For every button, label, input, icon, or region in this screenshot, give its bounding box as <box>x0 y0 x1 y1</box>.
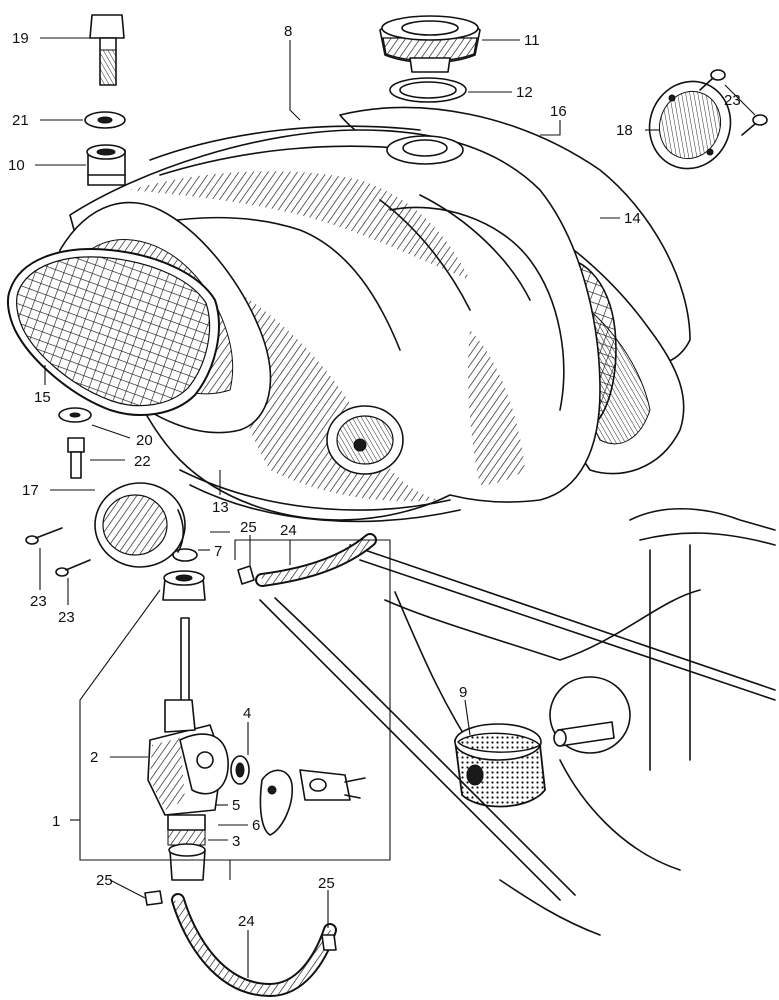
assembly-bracket <box>79 531 391 880</box>
callout-8: 8 <box>284 23 292 40</box>
callout-19: 19 <box>12 30 29 47</box>
screw-top-right-1 <box>699 69 726 91</box>
mount-rubber <box>86 144 126 186</box>
fuel-filter <box>454 723 546 808</box>
fuel-hose-upper <box>255 533 377 587</box>
callout-12: 12 <box>516 84 533 101</box>
callout-10: 10 <box>8 157 25 174</box>
callout-2: 2 <box>90 749 98 766</box>
callout-15: 15 <box>34 389 51 406</box>
callout-3: 3 <box>232 833 240 850</box>
knee-rubber-left <box>6 248 220 416</box>
screw-top-right-2 <box>741 114 768 136</box>
lever-plate <box>299 769 366 801</box>
callout-11: 11 <box>524 32 540 49</box>
callout-25-lower-left: 25 <box>96 872 113 889</box>
o-ring <box>172 548 198 562</box>
callout-22: 22 <box>134 453 151 470</box>
callout-24-upper: 24 <box>280 522 297 539</box>
fuel-hose-lower <box>171 893 337 998</box>
fuel-gauge <box>94 482 186 568</box>
fuel-cock-assembly <box>147 617 229 881</box>
callout-16: 16 <box>550 103 567 120</box>
side-cover-plate <box>648 80 732 170</box>
callout-13: 13 <box>212 499 229 516</box>
tank-emblem <box>326 405 404 475</box>
hose-clip-upper <box>237 565 255 585</box>
cock-lever <box>259 769 293 836</box>
hose-clip-lower-left <box>144 890 163 906</box>
washer-left <box>58 407 92 423</box>
callout-6: 6 <box>252 817 260 834</box>
callout-23-left-a: 23 <box>30 593 47 610</box>
cap-gasket <box>389 77 467 103</box>
hose-clip-lower-right <box>321 934 337 951</box>
callout-21: 21 <box>12 112 29 129</box>
bolt-top <box>89 14 125 86</box>
screw-left-1 <box>25 527 63 545</box>
callout-17: 17 <box>22 482 39 499</box>
callout-25-lower-right: 25 <box>318 875 335 892</box>
callout-23-left-b: 23 <box>58 609 75 626</box>
callout-7: 7 <box>214 543 222 560</box>
cock-nut <box>162 570 206 601</box>
callout-20: 20 <box>136 432 153 449</box>
callout-9: 9 <box>459 684 467 701</box>
leader-lines <box>35 37 756 978</box>
callout-18: 18 <box>616 122 633 139</box>
fuel-cap <box>379 15 481 73</box>
callout-25-upper: 25 <box>240 519 257 536</box>
callout-4: 4 <box>243 705 251 722</box>
callout-14: 14 <box>624 210 641 227</box>
callout-1: 1 <box>52 813 60 830</box>
screw-left-2 <box>55 559 91 577</box>
washer <box>84 111 126 129</box>
callout-23-top-right: 23 <box>724 92 741 109</box>
frame-outline <box>259 508 776 936</box>
bolt-left <box>67 437 85 479</box>
lever-gasket <box>230 755 250 785</box>
callout-24-lower: 24 <box>238 913 255 930</box>
callout-5: 5 <box>232 797 240 814</box>
